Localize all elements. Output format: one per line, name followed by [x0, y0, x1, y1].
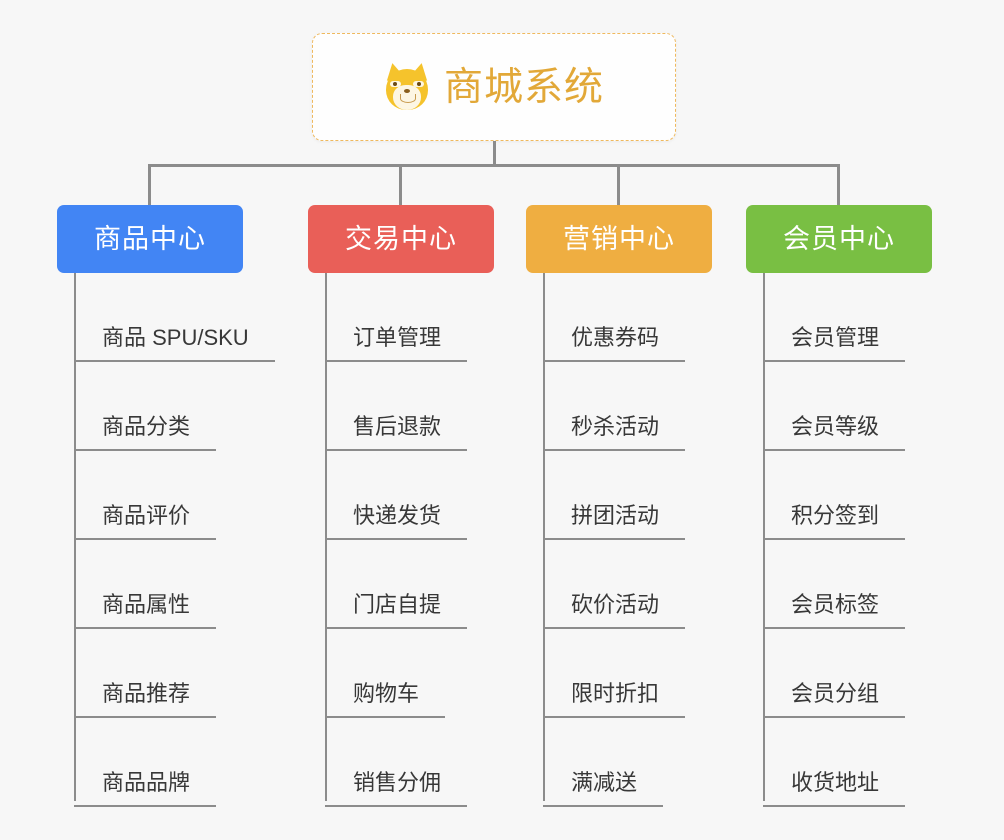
leaf-label: 销售分佣	[325, 772, 468, 807]
leaf-label: 拼团活动	[543, 505, 686, 540]
drop-connector-2	[399, 164, 402, 206]
root-node-content: 商城系统	[383, 61, 604, 111]
leaf-item[interactable]: 优惠券码	[526, 273, 712, 362]
leaf-label: 快递发货	[325, 505, 468, 540]
leaf-label: 会员标签	[763, 594, 906, 629]
category-box-product[interactable]: 商品中心	[57, 205, 243, 273]
shiba-inu-icon	[383, 61, 431, 111]
leaf-label: 收货地址	[763, 772, 906, 807]
leaf-item[interactable]: 秒杀活动	[526, 362, 712, 451]
leaf-item[interactable]: 商品 SPU/SKU	[57, 273, 275, 362]
leaf-item[interactable]: 积分签到	[746, 451, 932, 540]
category-box-member[interactable]: 会员中心	[746, 205, 932, 273]
leaf-spine	[763, 273, 765, 801]
leaf-item[interactable]: 商品属性	[57, 540, 243, 629]
leaf-item[interactable]: 满减送	[526, 718, 712, 807]
leaf-item[interactable]: 商品品牌	[57, 718, 243, 807]
leaf-item[interactable]: 限时折扣	[526, 629, 712, 718]
category-column-trade: 交易中心 订单管理 售后退款 快递发货 门店自提 购物车 销售分佣	[308, 205, 494, 807]
leaf-label: 会员分组	[763, 683, 906, 718]
leaf-label: 商品 SPU/SKU	[74, 327, 275, 362]
leaf-list-product: 商品 SPU/SKU 商品分类 商品评价 商品属性 商品推荐 商品品牌	[57, 273, 275, 807]
leaf-item[interactable]: 订单管理	[308, 273, 494, 362]
leaf-item[interactable]: 收货地址	[746, 718, 932, 807]
category-label: 营销中心	[563, 223, 675, 254]
leaf-item[interactable]: 门店自提	[308, 540, 494, 629]
root-stem-connector	[492, 141, 496, 165]
leaf-item[interactable]: 砍价活动	[526, 540, 712, 629]
leaf-item[interactable]: 会员等级	[746, 362, 932, 451]
leaf-item[interactable]: 会员标签	[746, 540, 932, 629]
leaf-label: 商品属性	[74, 594, 217, 629]
leaf-label: 售后退款	[325, 416, 468, 451]
leaf-label: 满减送	[543, 772, 664, 807]
drop-connector-4	[837, 164, 840, 206]
leaf-label: 会员管理	[763, 327, 906, 362]
category-label: 交易中心	[345, 223, 457, 254]
category-column-marketing: 营销中心 优惠券码 秒杀活动 拼团活动 砍价活动 限时折扣 满减送	[526, 205, 712, 807]
leaf-label: 积分签到	[763, 505, 906, 540]
leaf-item[interactable]: 商品分类	[57, 362, 243, 451]
category-column-member: 会员中心 会员管理 会员等级 积分签到 会员标签 会员分组 收货地址	[746, 205, 932, 807]
category-box-trade[interactable]: 交易中心	[308, 205, 494, 273]
category-label: 会员中心	[783, 223, 895, 254]
leaf-label: 商品推荐	[74, 683, 217, 718]
leaf-item[interactable]: 拼团活动	[526, 451, 712, 540]
leaf-item[interactable]: 会员管理	[746, 273, 932, 362]
category-label: 商品中心	[94, 223, 206, 254]
leaf-item[interactable]: 购物车	[308, 629, 494, 718]
leaf-list-member: 会员管理 会员等级 积分签到 会员标签 会员分组 收货地址	[746, 273, 932, 807]
leaf-spine	[543, 273, 545, 801]
leaf-label: 限时折扣	[543, 683, 686, 718]
leaf-label: 门店自提	[325, 594, 468, 629]
root-title: 商城系统	[443, 65, 604, 109]
leaf-item[interactable]: 销售分佣	[308, 718, 494, 807]
leaf-label: 砍价活动	[543, 594, 686, 629]
leaf-item[interactable]: 会员分组	[746, 629, 932, 718]
leaf-spine	[325, 273, 327, 801]
leaf-label: 商品分类	[74, 416, 217, 451]
drop-connector-1	[148, 164, 151, 206]
root-node[interactable]: 商城系统	[312, 33, 676, 141]
leaf-item[interactable]: 商品推荐	[57, 629, 243, 718]
leaf-item[interactable]: 售后退款	[308, 362, 494, 451]
leaf-label: 秒杀活动	[543, 416, 686, 451]
horizontal-bus-connector	[148, 164, 839, 167]
category-box-marketing[interactable]: 营销中心	[526, 205, 712, 273]
category-column-product: 商品中心 商品 SPU/SKU 商品分类 商品评价 商品属性 商品推荐 商品品牌	[57, 205, 275, 807]
leaf-spine	[74, 273, 76, 801]
leaf-item[interactable]: 快递发货	[308, 451, 494, 540]
leaf-label: 会员等级	[763, 416, 906, 451]
leaf-label: 商品评价	[74, 505, 217, 540]
drop-connector-3	[617, 164, 620, 206]
leaf-label: 优惠券码	[543, 327, 686, 362]
leaf-item[interactable]: 商品评价	[57, 451, 243, 540]
leaf-list-trade: 订单管理 售后退款 快递发货 门店自提 购物车 销售分佣	[308, 273, 494, 807]
leaf-label: 订单管理	[325, 327, 468, 362]
leaf-list-marketing: 优惠券码 秒杀活动 拼团活动 砍价活动 限时折扣 满减送	[526, 273, 712, 807]
leaf-label: 购物车	[325, 683, 446, 718]
leaf-label: 商品品牌	[74, 772, 217, 807]
